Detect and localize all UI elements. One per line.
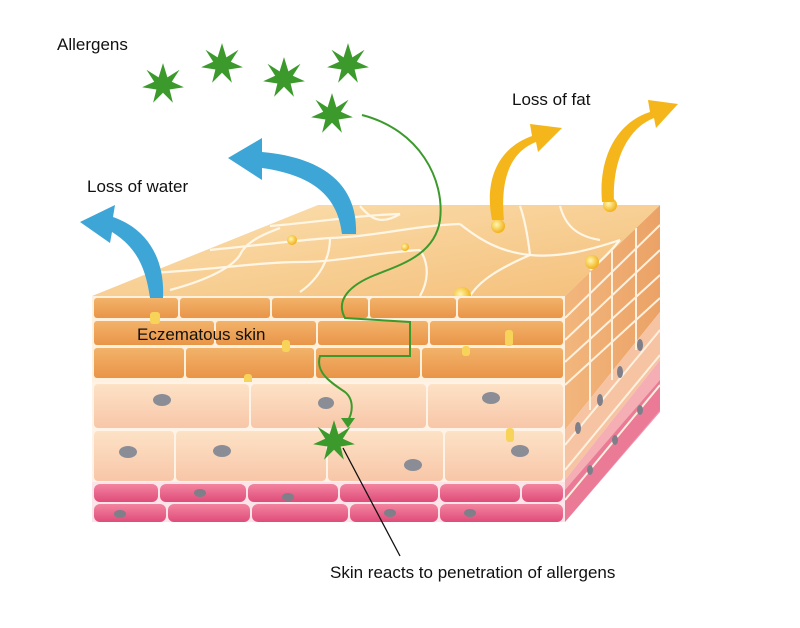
allergens-label: Allergens — [57, 35, 128, 54]
callout-leader-line — [342, 447, 401, 557]
water-loss-arrow-icon — [80, 138, 357, 298]
penetration-arrowhead — [341, 418, 355, 428]
block-right-face — [564, 205, 661, 522]
loss-of-water-label: Loss of water — [87, 177, 188, 196]
allergen-star-icon — [263, 57, 305, 97]
eczematous-skin-label: Eczematous skin — [137, 325, 266, 344]
allergen-star-icon — [311, 93, 353, 133]
fat-loss-arrow-icon — [489, 100, 678, 220]
allergen-star-icon — [142, 63, 184, 103]
basal-layer — [92, 482, 565, 522]
allergen-star-icon — [201, 43, 243, 83]
allergen-penetration-path — [318, 114, 442, 421]
block-top-face — [92, 198, 660, 305]
skin-reacts-label: Skin reacts to penetration of allergens — [330, 563, 615, 582]
loss-of-fat-label: Loss of fat — [512, 90, 591, 109]
epidermis-layer — [92, 382, 565, 482]
allergen-star-icon — [327, 43, 369, 83]
